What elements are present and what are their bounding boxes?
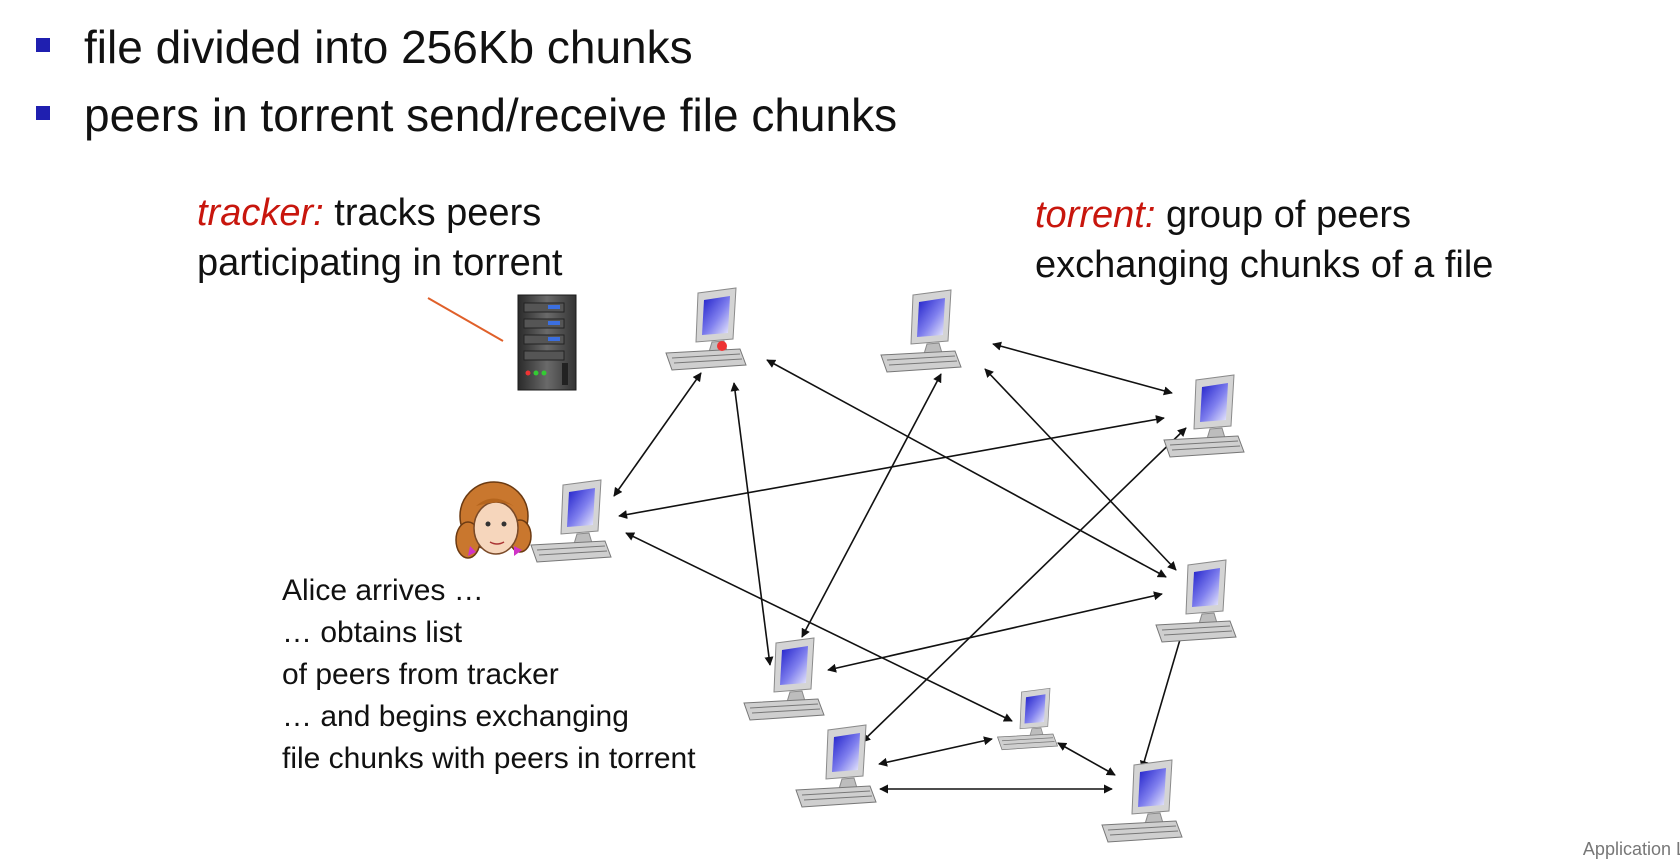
- alice-description: Alice arrives … … obtains list of peers …: [282, 570, 696, 780]
- connection-arrow: [861, 427, 1187, 743]
- computer-icon: [795, 724, 877, 808]
- torrent-description: group of peers: [1155, 194, 1411, 236]
- connection-arrow: [625, 532, 1013, 722]
- computer-icon: [1163, 374, 1245, 458]
- connection-arrow: [613, 372, 702, 497]
- connection-arrow: [1139, 625, 1187, 770]
- alice-line: of peers from tracker: [282, 658, 559, 691]
- bullet-text: peers in torrent send/receive file chunk…: [84, 89, 898, 141]
- computer-icon: [1155, 559, 1237, 643]
- torrent-label: torrent: group of peers exchanging chunk…: [1035, 190, 1493, 290]
- bullet-text: file divided into 256Kb chunks: [84, 21, 693, 73]
- computer-icon: [880, 289, 962, 373]
- computer-icon: [1101, 759, 1183, 843]
- connection-arrow: [801, 373, 942, 638]
- tracker-label: tracker: tracks peers participating in t…: [197, 188, 562, 288]
- tracker-keyword: tracker:: [197, 192, 324, 234]
- alice-line: … and begins exchanging: [282, 700, 629, 733]
- computer-icon: [530, 479, 612, 563]
- peer-connections: [613, 341, 1187, 794]
- connection-arrow: [878, 736, 993, 767]
- torrent-description-line2: exchanging chunks of a file: [1035, 244, 1494, 286]
- alice-line: … obtains list: [282, 616, 463, 649]
- tracker-description-line2: participating in torrent: [197, 242, 563, 284]
- connection-arrow: [618, 415, 1165, 519]
- tracker-description: tracks peers: [323, 192, 542, 234]
- server-icon: [517, 294, 577, 391]
- connection-arrow: [827, 591, 1163, 673]
- connection-arrow: [730, 382, 774, 666]
- connection-arrow: [766, 359, 1167, 578]
- tracker-pointer-line: [427, 297, 504, 342]
- bullet-square-icon: [36, 106, 50, 120]
- torrent-keyword: torrent:: [1035, 194, 1156, 236]
- footer-section-label: Application L: [1582, 839, 1680, 859]
- bullet-square-icon: [36, 38, 50, 52]
- alice-line: file chunks with peers in torrent: [282, 742, 696, 775]
- connection-arrow: [992, 341, 1173, 396]
- alice-line: Alice arrives …: [282, 574, 484, 607]
- computer-icon: [743, 637, 825, 721]
- alice-avatar-icon: [455, 481, 532, 559]
- computer-icon: [665, 287, 747, 371]
- connection-arrow: [984, 368, 1177, 571]
- connection-arrow: [1057, 742, 1116, 776]
- cursor-dot: [717, 341, 727, 351]
